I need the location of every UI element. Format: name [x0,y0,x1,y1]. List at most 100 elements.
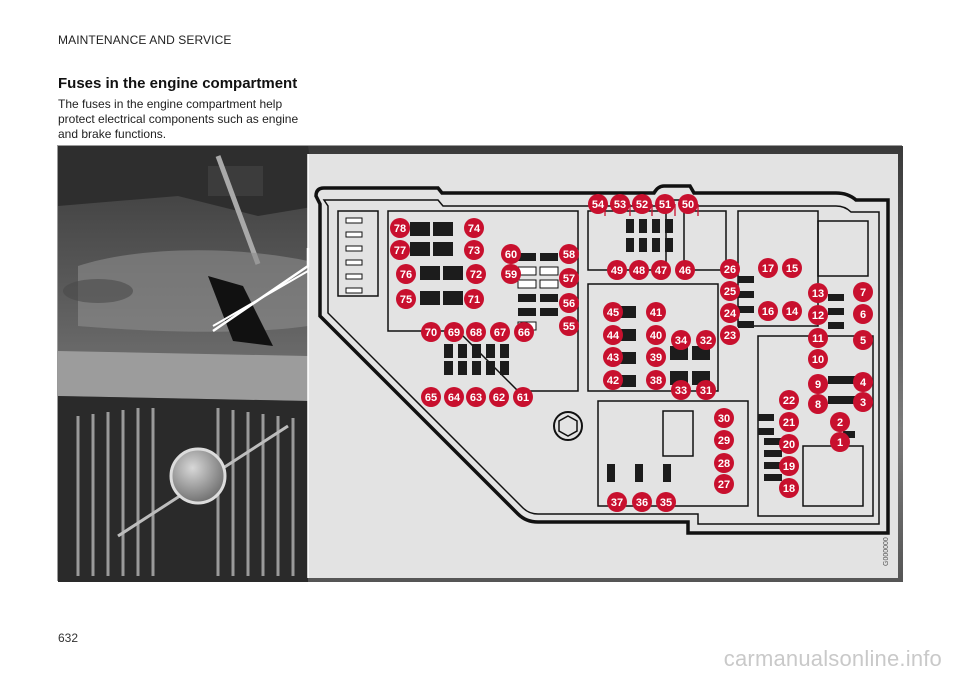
fuse-callout-label: 69 [448,327,460,339]
fuse-callout-5: 5 [853,330,873,350]
fuse-callout-marker [607,260,627,280]
fuse-callout-marker [655,194,675,214]
fuse-callout-label: 61 [517,392,529,404]
fuse-callout-marker [632,492,652,512]
fuse-callout-marker [444,322,464,342]
fuse-callout-3: 3 [853,392,873,412]
fuse-callout-36: 36 [632,492,652,512]
fuse-callout-marker [514,322,534,342]
fuse-callout-label: 41 [650,307,662,319]
fuse-callout-label: 56 [563,298,575,310]
fuse-callout-marker [610,194,630,214]
fuse-callout-71: 71 [464,289,484,309]
fuse-callout-marker [559,293,579,313]
fuse-callout-58: 58 [559,244,579,264]
fuse-callout-marker [678,194,698,214]
fuse-callout-label: 77 [394,245,406,257]
fuse-callout-label: 12 [812,310,824,322]
fuse-callout-marker [656,492,676,512]
fuse-callout-label: 63 [470,392,482,404]
intro-text: The fuses in the engine compartment help… [58,97,299,141]
fuse-callout-label: 10 [812,354,824,366]
fuse-callout-label: 3 [860,397,866,409]
fuse-callout-label: 64 [448,392,461,404]
pointer-line [212,248,310,333]
fuse-callout-marker [396,289,416,309]
fuse-callout-label: 35 [660,497,672,509]
fuse-callout-marker [853,304,873,324]
fuse-callout-marker [646,347,666,367]
fuse-callout-marker [758,301,778,321]
volvo-logo-icon [169,447,227,505]
fuse-callout-label: 16 [762,306,774,318]
fuse-callout-label: 19 [783,461,795,473]
fuse-callout-marker [629,260,649,280]
fuse-callout-marker [720,281,740,301]
fuse-callout-marker [671,380,691,400]
fuse-callout-label: 46 [679,265,691,277]
fuse-callout-label: 20 [783,439,795,451]
fuse-callout-marker [779,456,799,476]
fuse-callout-marker [489,387,509,407]
fuse-callout-24: 24 [720,303,740,323]
fuse-callout-39: 39 [646,347,666,367]
fuse-callout-marker [779,412,799,432]
fuse-callout-label: 59 [505,269,517,281]
fuse-callout-64: 64 [444,387,464,407]
fuse-callout-17: 17 [758,258,778,278]
fuse-callout-marker [603,302,623,322]
fuse-callout-marker [466,387,486,407]
fuse-callout-1: 1 [830,432,850,452]
fuse-callout-marker [808,305,828,325]
fuse-callout-26: 26 [720,259,740,279]
fuse-callout-label: 30 [718,413,730,425]
fuse-callout-marker [390,218,410,238]
fuse-callout-marker [808,349,828,369]
fuse-callout-20: 20 [779,434,799,454]
fuse-callout-marker [720,303,740,323]
fuse-callout-11: 11 [808,328,828,348]
watermark: carmanualsonline.info [723,646,942,671]
fuse-callout-label: 58 [563,249,575,261]
fuse-callout-label: 50 [682,199,694,211]
fuse-callout-30: 30 [714,408,734,428]
fuse-callout-74: 74 [464,218,484,238]
page-title: Fuses in the engine compartment [58,75,298,92]
fuse-callout-43: 43 [603,347,623,367]
fuse-callout-66: 66 [514,322,534,342]
fuse-callout-label: 65 [425,392,437,404]
fuse-callout-marker [396,264,416,284]
fuse-callout-45: 45 [603,302,623,322]
fuse-callout-marker [559,316,579,336]
fuse-callout-label: 43 [607,352,619,364]
fuse-callout-marker [853,282,873,302]
fuse-callout-21: 21 [779,412,799,432]
fuse-callout-label: 37 [611,497,623,509]
fuse-callout-marker [513,387,533,407]
fuse-callout-label: 32 [700,335,712,347]
fuse-callout-49: 49 [607,260,627,280]
fuse-callout-marker [646,325,666,345]
fuse-callout-label: 15 [786,263,798,275]
fuse-callout-label: 70 [425,327,437,339]
fuse-callout-label: 66 [518,327,530,339]
fuse-callout-9: 9 [808,374,828,394]
fuse-callout-label: 52 [636,199,648,211]
fuse-callout-29: 29 [714,430,734,450]
fuse-callout-marker [464,218,484,238]
section-header: MAINTENANCE AND SERVICE [58,33,232,47]
fuse-callout-marker [853,372,873,392]
fuse-callout-label: 78 [394,223,406,235]
fuse-callout-label: 36 [636,497,648,509]
fuse-callout-marker [779,390,799,410]
fuse-callout-marker [603,370,623,390]
fuse-callout-78: 78 [390,218,410,238]
fuse-callout-marker [779,478,799,498]
fuse-callout-40: 40 [646,325,666,345]
fuse-callout-54: 54 [588,194,608,214]
fuse-callout-label: 55 [563,321,575,333]
fuse-callout-marker [671,330,691,350]
fuse-callout-16: 16 [758,301,778,321]
figure-code: G000000 [883,537,890,566]
fuse-callouts: 1234567891011121314151617181920212223242… [390,194,873,512]
